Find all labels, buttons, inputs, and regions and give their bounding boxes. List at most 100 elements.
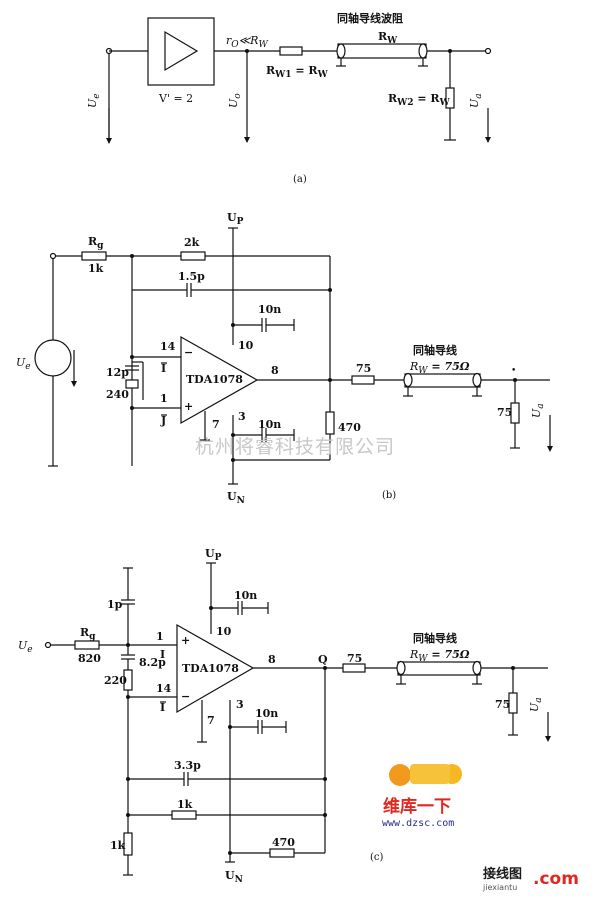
site-mark-chinese: 接线图 <box>483 866 522 882</box>
resistor-240-b <box>125 379 139 389</box>
capacitor-mid-label-c: 8.2p <box>139 656 166 669</box>
resistor-rw1-a <box>279 46 303 56</box>
svg-text:−: − <box>184 346 193 359</box>
coax-impedance-label-a: RW <box>378 30 398 46</box>
caption-b: (b) <box>382 490 396 501</box>
output-voltage-label-a: Uo <box>227 93 243 108</box>
svg-text:−: − <box>181 690 190 703</box>
supply-up-label-b: UP <box>227 211 244 227</box>
resistor-series-75-c <box>342 663 366 673</box>
amplifier-gain-label: V' = 2 <box>158 92 193 105</box>
pin-14-label-b: 14 <box>160 340 176 353</box>
coax-title-b: 同轴导线 <box>413 343 457 357</box>
input-terminal-c <box>44 641 52 649</box>
pin-8-label-b: 8 <box>271 364 279 377</box>
coax-cable-b <box>404 373 481 388</box>
resistor-feedback-label-c: 1k <box>177 798 193 811</box>
input-terminal-b <box>49 252 57 260</box>
pin-1-label-b: 1 <box>160 392 168 405</box>
load-voltage-label-a: Ua <box>468 93 484 108</box>
source-voltage-label-a: Ue <box>86 93 102 108</box>
coax-cable-a <box>337 43 427 59</box>
coax-impedance-label-b: RW = 75Ω <box>409 360 470 376</box>
capacitor-un-label-c: 10n <box>255 707 278 720</box>
site-mark-url: jiexiantu <box>482 883 517 892</box>
input-non-label-c: I <box>160 648 165 661</box>
capacitor-feedback-label-b: 1.5p <box>178 270 205 283</box>
pin-10-label-c: 10 <box>216 625 232 638</box>
resistor-ground-label-c: 1k <box>110 839 126 852</box>
input-non-label-b: J <box>160 414 166 427</box>
resistor-220-label-c: 220 <box>104 674 127 687</box>
resistor-rg-value-c: 820 <box>78 652 101 665</box>
coax-title-c: 同轴导线 <box>413 631 457 645</box>
company-watermark: 杭州将睿科技有限公司 <box>195 436 395 458</box>
opamp-tda1078-c <box>176 623 255 714</box>
output-resistance-label-a: rO≪RW <box>226 34 268 50</box>
supply-un-label-b: UN <box>227 490 245 506</box>
supply-un-label-c: UN <box>225 869 243 885</box>
circuit-b: UP Ue Rg 1k 2k 1.5p <box>16 211 553 506</box>
load-voltage-label-c: Ua <box>528 697 544 712</box>
signal-source-b <box>34 339 72 377</box>
supply-up-label-c: UP <box>205 547 222 563</box>
amplifier-symbol-a <box>164 30 199 72</box>
resistor-470-b <box>325 411 335 435</box>
resistor-series-75-b <box>351 375 375 385</box>
capacitor-top-label-c: 1p <box>107 598 123 611</box>
node-q-label-c: Q <box>318 653 328 666</box>
logo-url-text: www.dzsc.com <box>382 818 454 829</box>
capacitor-up-label-b: 10n <box>258 303 281 316</box>
svg-text:+: + <box>181 634 190 647</box>
pin-8-label-c: 8 <box>268 653 276 666</box>
resistor-feedback-2k-b <box>180 251 206 261</box>
resistor-rg-c <box>74 640 100 650</box>
resistor-input-label-b: 240 <box>106 388 129 401</box>
resistor-series-label-c: 75 <box>347 652 362 665</box>
site-mark-com: .com <box>533 869 579 889</box>
capacitor-up-label-c: 10n <box>234 589 257 602</box>
resistor-rw2-label-a: RW2 = RW <box>388 92 451 108</box>
dzsc-logo: 维库一下 www.dzsc.com <box>382 764 462 829</box>
resistor-470-label-b: 470 <box>338 421 361 434</box>
circuit-a: Ue V' = 2 Uo rO≪RW RW1 = RW 同轴导线波阻 RW <box>86 11 492 185</box>
caption-c: (c) <box>370 852 384 863</box>
caption-a: (a) <box>293 174 307 185</box>
resistor-rg-b <box>81 251 107 261</box>
resistor-rg-label-b: Rg <box>88 235 104 251</box>
pin-7-label-b: 7 <box>212 418 220 431</box>
svg-text:•: • <box>511 366 516 376</box>
resistor-feedback-1k-c <box>171 810 197 820</box>
coax-impedance-label-c: RW = 75Ω <box>409 648 470 664</box>
resistor-470-label-c: 470 <box>272 836 295 849</box>
svg-text:+: + <box>184 400 193 413</box>
resistor-feedback-label-b: 2k <box>184 236 200 249</box>
pin-10-label-b: 10 <box>238 339 254 352</box>
capacitor-input-label-b: 12p <box>106 366 129 379</box>
pin-14-label-c: 14 <box>156 682 172 695</box>
capacitor-feedback-label-c: 3.3p <box>174 759 201 772</box>
resistor-load-label-c: 75 <box>495 698 510 711</box>
circuit-c: UP 10n 1p Ue Rg 820 1 I 8.2p <box>18 547 551 885</box>
resistor-series-label-b: 75 <box>356 362 371 375</box>
output-terminal-a <box>484 47 492 55</box>
coax-cable-c <box>397 661 481 676</box>
site-mark: 接线图 jiexiantu .com <box>482 866 579 892</box>
input-inv-label-c: I <box>160 701 165 714</box>
pin-7-label-c: 7 <box>207 714 215 727</box>
input-inv-label-b: I <box>161 362 166 375</box>
pin-3-label-b: 3 <box>238 410 246 423</box>
resistor-rg-value-b: 1k <box>88 262 104 275</box>
resistor-rg-label-c: Rg <box>80 626 96 642</box>
capacitor-un-label-b: 10n <box>258 418 281 431</box>
pin-1-label-c: 1 <box>156 630 164 643</box>
load-voltage-label-b: Ua <box>530 403 546 418</box>
opamp-tda1078-b <box>180 335 259 425</box>
chip-label-c: TDA1078 <box>182 662 239 675</box>
coax-title-a: 同轴导线波阻 <box>337 11 403 25</box>
chip-label-b: TDA1078 <box>186 373 243 386</box>
resistor-rw1-label-a: RW1 = RW <box>266 64 329 80</box>
resistor-load-label-b: 75 <box>497 406 512 419</box>
source-voltage-label-c: Ue <box>18 639 33 655</box>
